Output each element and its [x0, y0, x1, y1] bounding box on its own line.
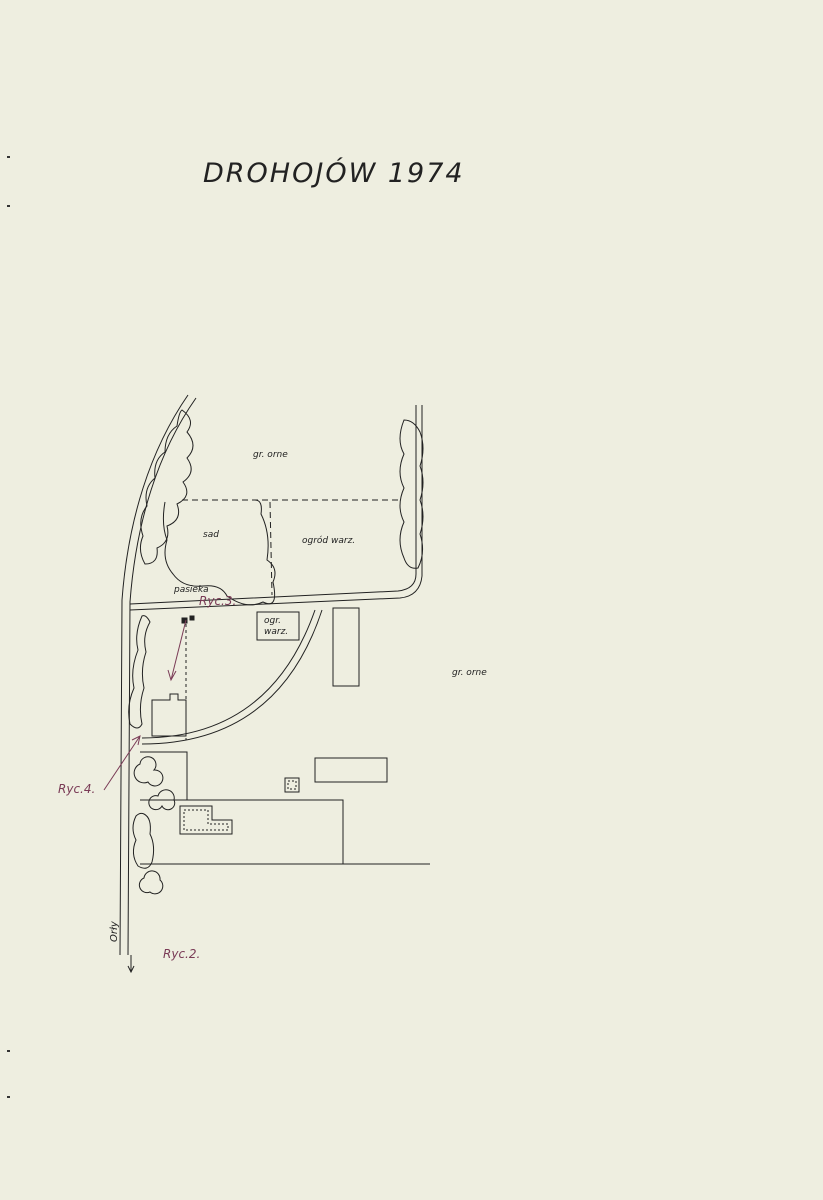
road-direction-arrow: [127, 955, 135, 974]
hedge-farm: [128, 615, 151, 729]
margin-mark: [7, 1050, 10, 1052]
tree-row-left: [139, 409, 194, 565]
annotation-fig4: Ryc.4.: [58, 782, 95, 796]
field-label-top: gr. orne: [253, 450, 288, 460]
fig4-arrow: [103, 735, 141, 791]
small-shed: [284, 777, 300, 793]
vegetable-garden-label: ogród warz.: [302, 535, 355, 546]
road-label: Orły: [109, 920, 120, 942]
farm-road: [129, 405, 423, 611]
annotation-fig2: Ryc.2.: [163, 947, 200, 961]
main-road: [119, 394, 197, 956]
tree: [133, 756, 164, 787]
yard-plot: [140, 799, 344, 864]
margin-mark: [7, 156, 10, 158]
annotation-fig3: Ryc.3.: [199, 594, 236, 608]
outbuilding: [179, 805, 233, 835]
tree: [148, 789, 176, 811]
apiary-hive: [181, 617, 188, 624]
vegetable-patch-label-2: warz.: [264, 627, 288, 637]
orchard-label: sad: [203, 530, 219, 540]
apiary-label: pasieka: [173, 585, 209, 595]
curved-access-road: [141, 609, 323, 745]
tree: [138, 870, 164, 895]
margin-mark: [7, 205, 10, 207]
page-title: DROHOJÓW 1974: [203, 158, 465, 189]
vegetable-patch-small: [256, 611, 300, 641]
vegetable-patch-label-1: ogr.: [264, 616, 281, 626]
tree-row-right: [399, 419, 424, 569]
yard-south: [140, 751, 188, 800]
tree: [132, 812, 155, 869]
small-shed-inner: [287, 780, 297, 790]
apiary-hive: [189, 615, 195, 621]
outbuilding-inner: [183, 809, 229, 831]
barn-east: [314, 757, 388, 783]
fig3-arrow: [167, 619, 187, 682]
field-label-right: gr. orne: [452, 668, 487, 678]
boundary-garden: [269, 501, 273, 596]
margin-mark: [7, 1096, 10, 1098]
house: [151, 693, 187, 737]
barn-long: [332, 607, 360, 687]
